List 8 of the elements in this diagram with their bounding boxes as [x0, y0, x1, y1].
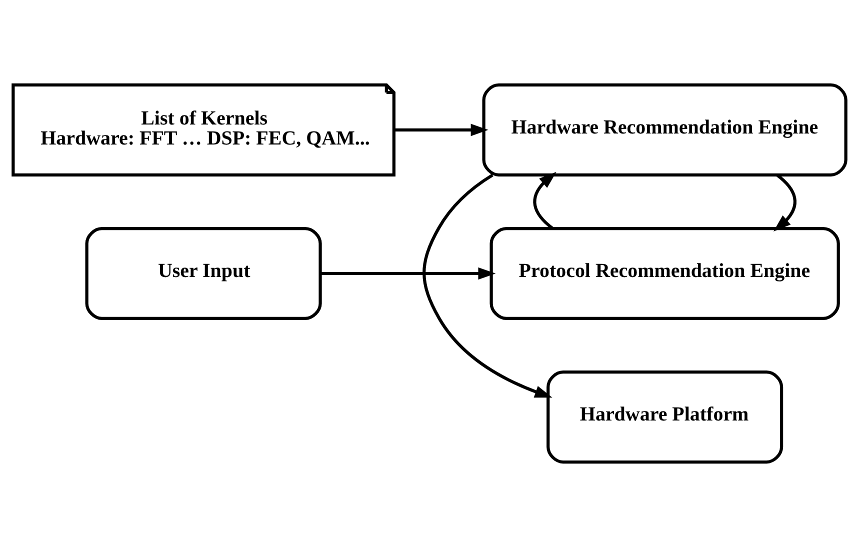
node-box: Hardware Recommendation Engine — [482, 82, 848, 176]
arrow — [533, 171, 556, 230]
arrow — [320, 266, 496, 280]
node-box: User Input — [85, 226, 322, 320]
node-box: Protocol Recommendation Engine — [490, 226, 840, 320]
node-box: Hardware Platform — [546, 370, 784, 464]
arrow — [394, 123, 488, 136]
arrow — [422, 173, 552, 398]
